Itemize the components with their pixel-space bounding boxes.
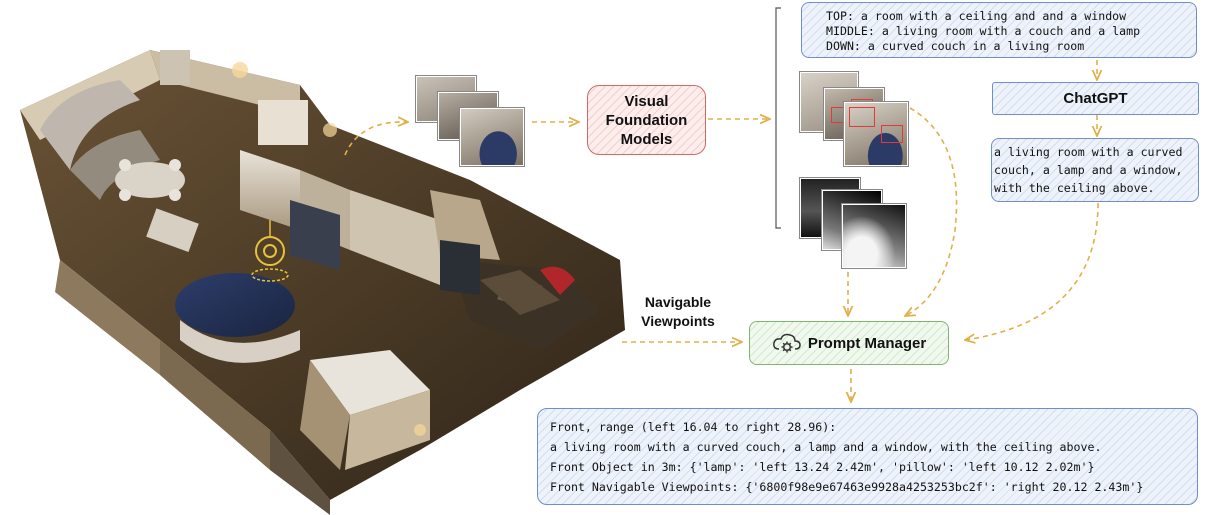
prompt-manager-label: Prompt Manager [807, 334, 927, 352]
detection-bbox [849, 107, 875, 127]
detection-images-stack [800, 72, 910, 168]
arrow-detections-to-pm [905, 107, 958, 316]
output-line-3: Front Object in 3m: {'lamp': 'left 13.24… [550, 460, 1095, 474]
chatgpt-box: ChatGPT [992, 82, 1199, 115]
cloud-gear-icon [772, 333, 801, 353]
outputs-bracket [775, 7, 781, 229]
arrow-house-to-views [344, 122, 408, 156]
output-line-1: Front, range (left 16.04 to right 28.96)… [550, 420, 837, 434]
visual-foundation-models-box: Visual Foundation Models [587, 85, 706, 155]
output-line-4: Front Navigable Viewpoints: {'6800f98e9e… [550, 480, 1144, 494]
agent-marker-icon [251, 220, 289, 282]
captions-text: TOP: a room with a ceiling and and a win… [826, 9, 1141, 53]
captions-box: TOP: a room with a ceiling and and a win… [801, 2, 1197, 58]
output-line-2: a living room with a curved couch, a lam… [550, 440, 1102, 454]
summary-text: a living room with a curved couch, a lam… [994, 145, 1183, 195]
detection-image-down [844, 102, 908, 166]
depth-images-stack [800, 178, 910, 270]
chatgpt-label: ChatGPT [1063, 90, 1128, 107]
arrow-summary-to-pm [965, 202, 1099, 340]
prompt-manager-box: Prompt Manager [749, 321, 949, 365]
summary-box: a living room with a curved couch, a lam… [991, 138, 1199, 202]
view-images-stack [416, 76, 526, 168]
depth-image-down [842, 204, 906, 268]
navigable-viewpoints-label: Navigable Viewpoints [641, 294, 715, 329]
view-image-down [460, 108, 524, 166]
house-3d-render [20, 50, 625, 515]
vfm-label: Visual Foundation Models [605, 92, 688, 148]
detection-bbox [881, 125, 903, 143]
output-prompt-box: Front, range (left 16.04 to right 28.96)… [537, 408, 1198, 505]
